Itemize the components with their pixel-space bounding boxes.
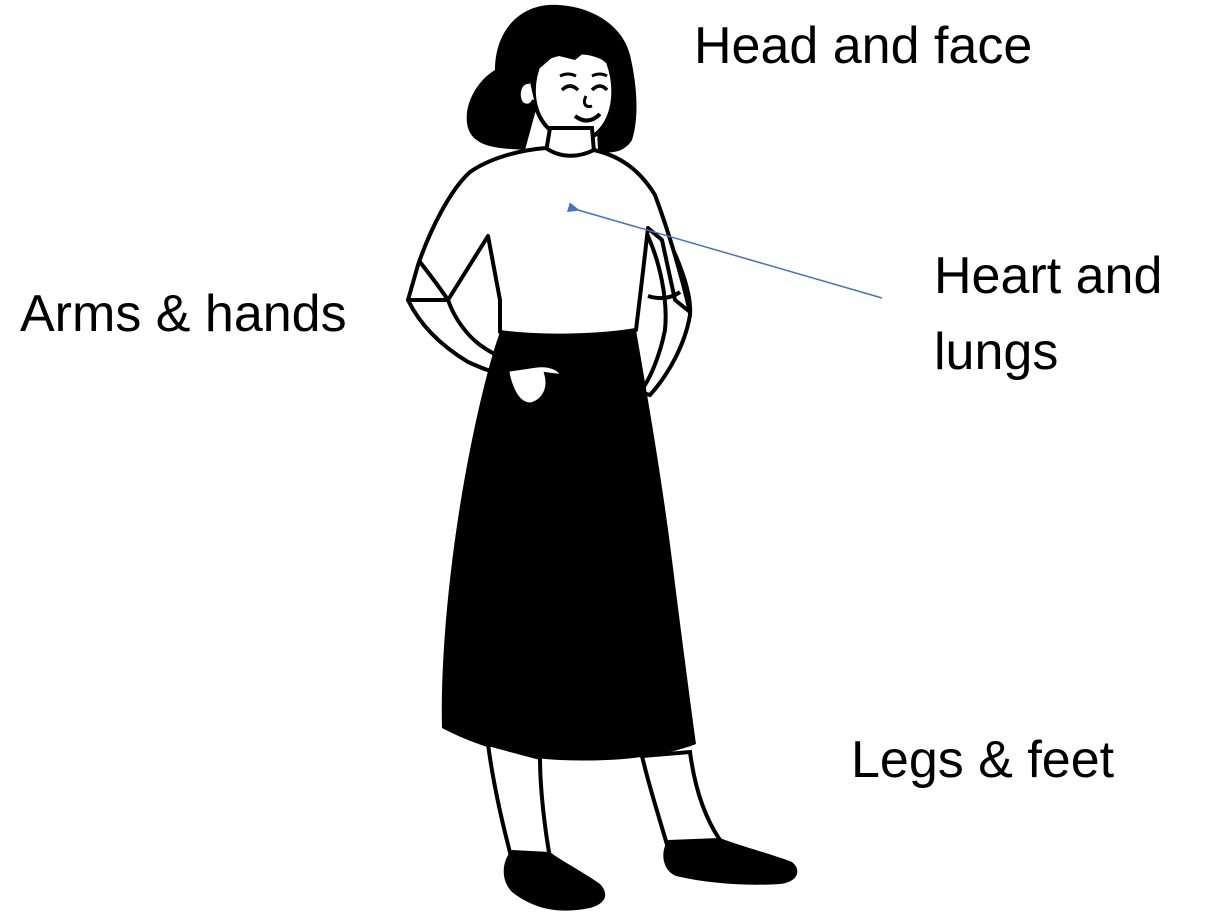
skirt bbox=[442, 330, 696, 760]
right-leg bbox=[642, 752, 720, 848]
label-heart-and-lungs: Heart and lungs bbox=[934, 238, 1162, 390]
label-heart-line-2: lungs bbox=[934, 314, 1162, 390]
label-head-and-face: Head and face bbox=[694, 8, 1032, 84]
left-shoe bbox=[504, 850, 605, 911]
left-leg bbox=[488, 744, 550, 860]
label-legs-and-feet: Legs & feet bbox=[851, 722, 1114, 798]
right-shoe bbox=[663, 838, 797, 885]
label-heart-line-1: Heart and bbox=[934, 238, 1162, 314]
label-arms-and-hands: Arms & hands bbox=[20, 276, 347, 352]
